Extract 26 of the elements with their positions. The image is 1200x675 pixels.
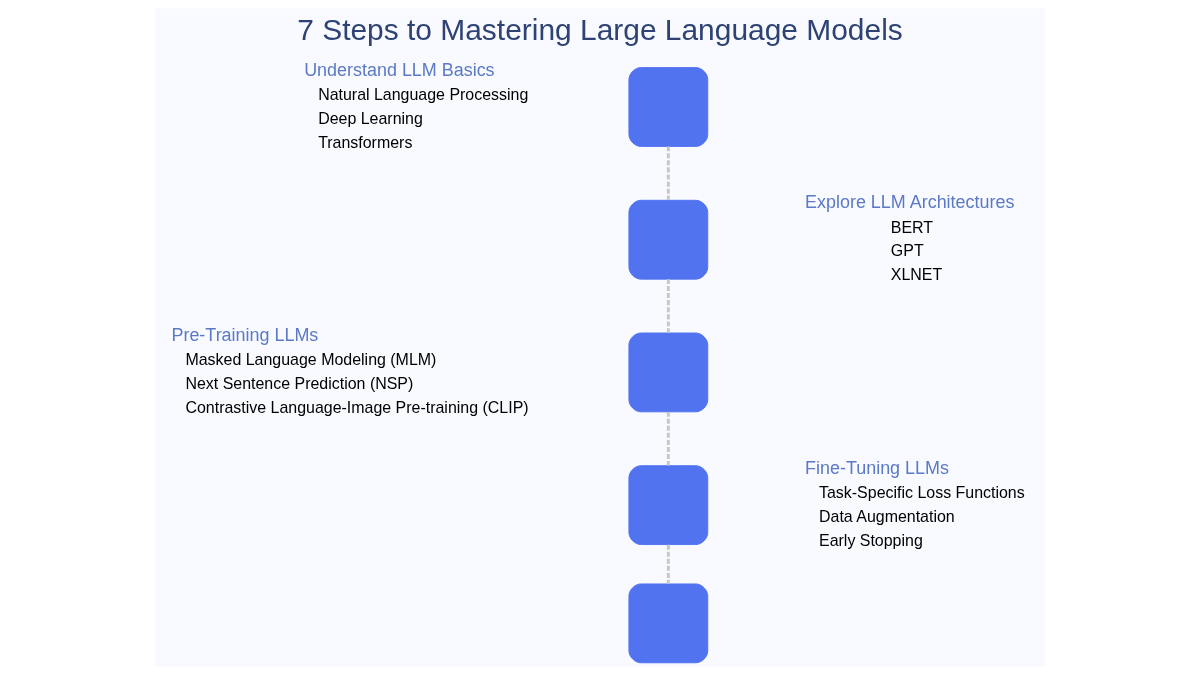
- node-label: BERT: [890, 218, 934, 236]
- node-box: [628, 465, 709, 546]
- node-box: [628, 332, 709, 413]
- node-label: Fine-Tuning LLMs: [805, 457, 949, 478]
- node-label: Natural Language Processing: [318, 85, 529, 103]
- node-label: Explore LLM Architectures: [805, 192, 1015, 213]
- connector: [666, 544, 670, 584]
- connector: [666, 146, 670, 201]
- node-label: Deep Learning: [318, 109, 423, 127]
- node-label: Early Stopping: [819, 531, 923, 549]
- node-label: XLNET: [890, 266, 943, 284]
- node-label: Masked Language Modeling (MLM): [185, 351, 437, 369]
- node-box: [628, 67, 709, 147]
- node-label: Transformers: [318, 133, 413, 151]
- node-label: Pre-Training LLMs: [171, 324, 319, 345]
- node-label: Next Sentence Prediction (NSP): [185, 375, 414, 393]
- node-label: Understand LLM Basics: [304, 59, 495, 80]
- node-box: [628, 199, 709, 280]
- node-label: Data Augmentation: [819, 507, 955, 525]
- connector: [666, 411, 670, 466]
- diagram-title: 7 Steps to Mastering Large Language Models: [297, 13, 903, 47]
- node-label: Contrastive Language-Image Pre-training (CLIP): [185, 399, 529, 417]
- node-label: Task-Specific Loss Functions: [819, 483, 1025, 501]
- connector: [666, 279, 670, 333]
- node-label: GPT: [890, 242, 924, 260]
- node-box: [628, 583, 709, 664]
